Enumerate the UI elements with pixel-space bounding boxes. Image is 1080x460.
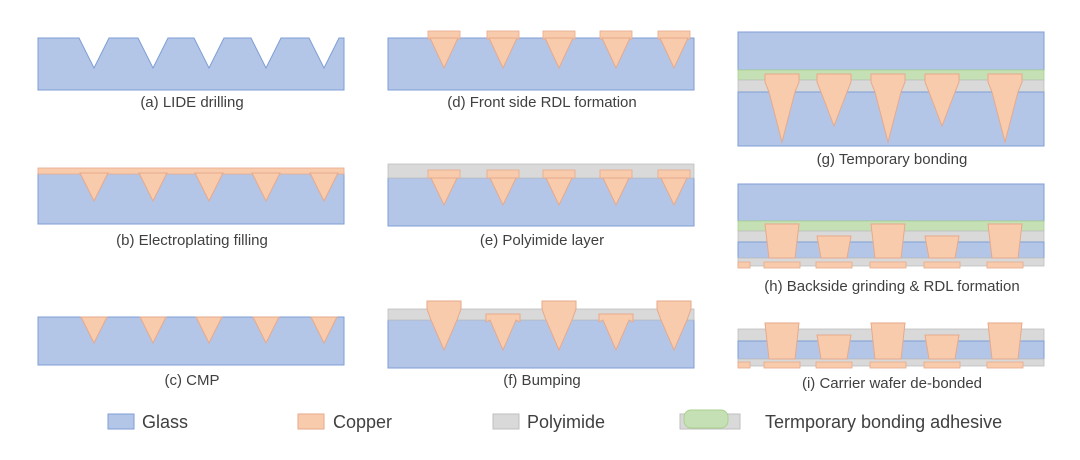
panel-d-front-side-rdl	[387, 30, 695, 91]
legend-swatch-adhesive	[683, 409, 729, 429]
copper-via	[816, 73, 852, 128]
legend-label-glass: Glass	[142, 412, 188, 432]
copper-via	[870, 322, 906, 360]
panel-g-temporary-bonding	[737, 31, 1045, 147]
copper-via	[870, 223, 906, 259]
legend-label-adhesive: Termporary bonding adhesive	[765, 412, 1002, 432]
copper-via	[660, 177, 688, 207]
copper-via	[430, 177, 458, 207]
caption-h: (h) Backside grinding & RDL formation	[764, 278, 1019, 295]
copper-via	[309, 172, 339, 203]
copper-via	[987, 73, 1023, 144]
copper-bump	[426, 300, 462, 352]
caption-i: (i) Carrier wafer de-bonded	[802, 375, 982, 392]
copper-via	[816, 334, 852, 360]
copper-via	[195, 316, 223, 345]
glass-substrate	[37, 37, 345, 91]
copper-via	[601, 37, 631, 70]
copper-via	[429, 37, 459, 70]
panel-f-bumping	[387, 300, 695, 369]
panel-e-polyimide-layer	[387, 163, 695, 227]
copper-via	[252, 316, 280, 345]
copper-via	[924, 334, 960, 360]
copper-overburden-layer	[37, 167, 345, 175]
copper-backside-rdl	[763, 361, 801, 369]
caption-b: (b) Electroplating filling	[116, 232, 268, 249]
copper-backside-rdl	[763, 261, 801, 269]
copper-backside-rdl	[923, 261, 961, 269]
carrier-wafer	[737, 31, 1045, 71]
copper-rdl-pad	[486, 169, 520, 179]
copper-backside-rdl	[869, 261, 907, 269]
copper-via	[489, 177, 517, 207]
caption-e: (e) Polyimide layer	[480, 232, 604, 249]
copper-via	[987, 223, 1023, 259]
copper-via	[138, 172, 168, 203]
copper-backside-rdl	[986, 361, 1024, 369]
copper-via	[80, 316, 108, 345]
copper-backside-rdl	[737, 361, 751, 369]
copper-bump	[656, 300, 692, 352]
copper-backside-rdl	[737, 261, 751, 269]
copper-via	[924, 235, 960, 259]
legend: Glass Copper Polyimide Termporary bondin…	[107, 409, 1002, 432]
copper-via	[602, 177, 630, 207]
copper-bump	[485, 313, 521, 352]
copper-via	[987, 322, 1023, 360]
copper-rdl-pad	[542, 169, 576, 179]
caption-c: (c) CMP	[165, 372, 220, 389]
copper-via	[139, 316, 167, 345]
copper-rdl-pad	[599, 169, 633, 179]
copper-via	[870, 73, 906, 144]
legend-swatch-glass	[107, 413, 135, 430]
legend-label-polyimide: Polyimide	[527, 412, 605, 432]
copper-via	[816, 235, 852, 259]
caption-g: (g) Temporary bonding	[817, 151, 968, 168]
copper-backside-rdl	[986, 261, 1024, 269]
copper-via	[659, 37, 689, 70]
caption-a: (a) LIDE drilling	[140, 94, 243, 111]
copper-bump	[598, 313, 634, 352]
copper-via	[924, 73, 960, 128]
polyimide-layer	[387, 308, 695, 321]
panel-c-cmp	[37, 316, 345, 366]
copper-via	[764, 322, 800, 360]
copper-via	[764, 223, 800, 259]
panel-a-lide-drilling	[37, 37, 345, 91]
copper-via	[79, 172, 109, 203]
caption-f: (f) Bumping	[503, 372, 581, 389]
carrier-wafer	[737, 183, 1045, 222]
panel-h-backside-grinding-rdl	[737, 183, 1045, 269]
copper-backside-rdl	[923, 361, 961, 369]
glass-substrate	[387, 177, 695, 227]
legend-swatch-copper	[297, 413, 325, 430]
copper-via	[194, 172, 224, 203]
copper-via	[545, 177, 573, 207]
copper-via	[764, 73, 800, 144]
panel-i-carrier-wafer-debonded	[737, 322, 1045, 369]
panel-b-electroplating-filling	[37, 167, 345, 225]
copper-via	[251, 172, 281, 203]
copper-via	[488, 37, 518, 70]
glass-substrate	[37, 316, 345, 366]
copper-bump	[541, 300, 577, 352]
copper-via	[310, 316, 338, 345]
legend-label-copper: Copper	[333, 412, 392, 432]
copper-via	[544, 37, 574, 70]
legend-swatch-polyimide	[492, 413, 520, 430]
copper-backside-rdl	[815, 361, 853, 369]
copper-backside-rdl	[815, 261, 853, 269]
copper-rdl-pad	[657, 169, 691, 179]
copper-backside-rdl	[869, 361, 907, 369]
copper-rdl-pad	[427, 169, 461, 179]
caption-d: (d) Front side RDL formation	[447, 94, 637, 111]
